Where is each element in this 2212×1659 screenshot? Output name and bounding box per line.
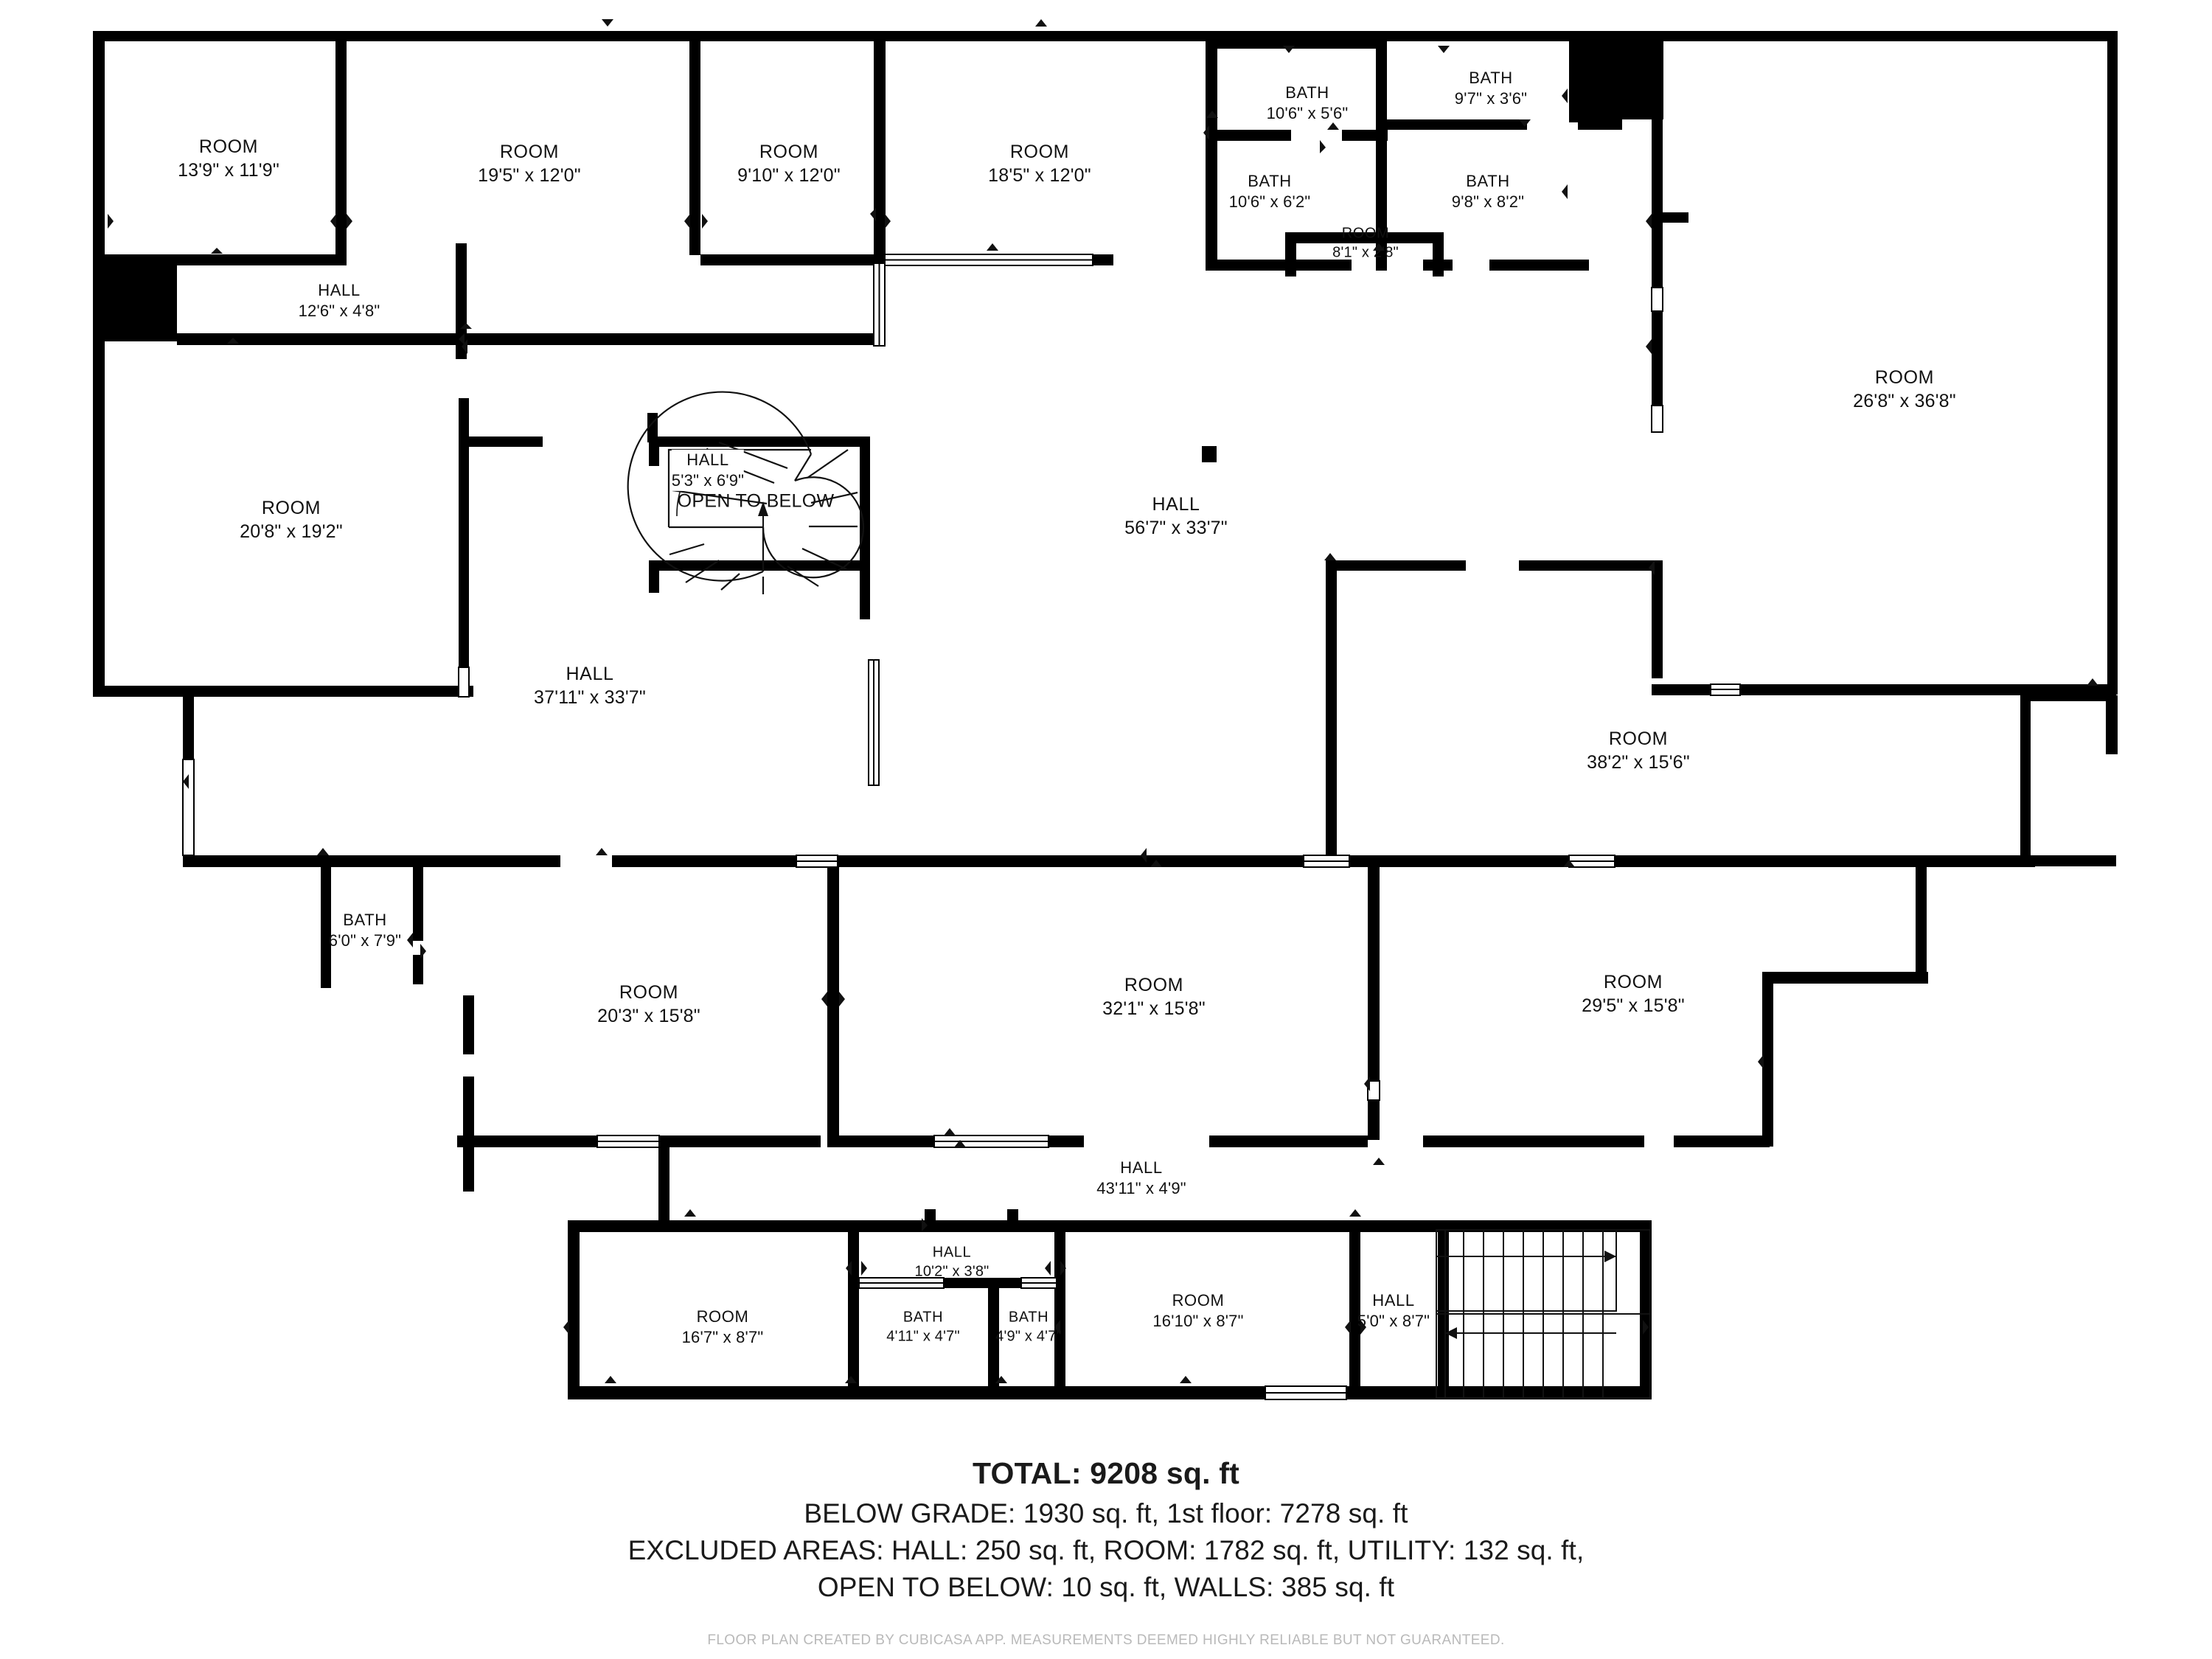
excluded-line: EXCLUDED AREAS: HALL: 250 sq. ft, ROOM: …	[627, 1535, 1585, 1565]
area-summary: TOTAL: 9208 sq. ft BELOW GRADE: 1930 sq.…	[0, 1456, 2212, 1649]
total-area: TOTAL: 9208 sq. ft	[972, 1456, 1240, 1490]
open-below-line: OPEN TO BELOW: 10 sq. ft, WALLS: 385 sq.…	[817, 1572, 1395, 1602]
wall-layer	[93, 31, 2118, 1399]
column-marker	[1202, 446, 1217, 462]
u-staircase	[1436, 1229, 1651, 1399]
window-layer	[181, 253, 1742, 1401]
spiral-staircase	[627, 391, 865, 594]
open-to-below-label: OPEN TO BELOW	[677, 490, 835, 512]
app-credit: FLOOR PLAN CREATED BY CUBICASA APP. MEAS…	[707, 1632, 1505, 1648]
door-markers	[108, 19, 2098, 1383]
below-grade-line: BELOW GRADE: 1930 sq. ft, 1st floor: 727…	[804, 1498, 1408, 1528]
